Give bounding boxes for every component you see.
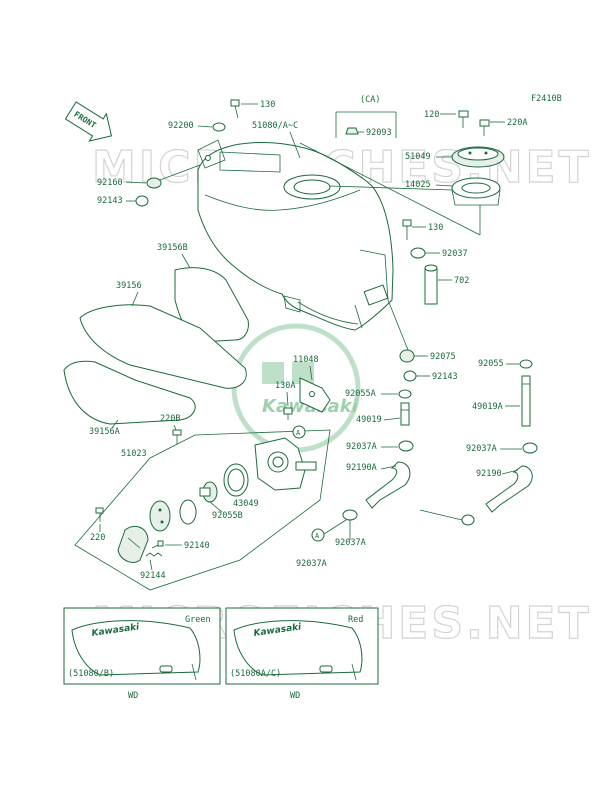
variant-panel-red: Red Kawasaki (51080A/C) [225,607,379,685]
pad-39156A [63,360,196,425]
label-220B: 220B [160,414,180,424]
o-ring-pump [179,499,197,525]
label-92140: 92140 [184,541,210,551]
screw-220A [479,119,490,136]
fuel-pump-body [254,437,317,491]
label-220A: 220A [507,118,527,128]
clamp-92037A-mid [398,440,414,452]
washer-92200 [212,122,226,132]
bolt-220B [172,429,182,444]
bracket-11048 [299,377,331,413]
label-39156A: 39156A [89,427,120,437]
label-51023: 51023 [121,449,147,459]
label-11048: 11048 [293,355,319,365]
assembly-51023-outline [74,429,331,591]
variant-green-caption: WD [128,691,138,701]
label-92055: 92055 [478,359,504,369]
clamp-hose-end [461,514,475,526]
clamp-92037-top [410,247,426,259]
cap-base-14025 [451,177,501,206]
label-702: 702 [454,276,469,286]
bolt-130-mid [402,219,412,240]
label-92200: 92200 [168,121,194,131]
screw-220 [95,507,104,522]
variant-red-caption: WD [290,691,300,701]
spring-92144 [145,552,163,557]
label-92160: 92160 [97,178,123,188]
hose-702 [424,264,438,305]
label-130A: 130A [275,381,295,391]
clamp-92037A-bottom [342,509,358,521]
hose-92190A [365,461,411,509]
pad-39156 [79,304,247,389]
label-92055B: 92055B [212,511,243,521]
label-39156: 39156 [116,281,142,291]
label-120: 120 [424,110,439,120]
variant-green-ref: (51080/B) [68,669,114,679]
label-43049: 43049 [233,499,259,509]
label-51080: 51080/A~C [252,121,298,131]
label-92037A-mid: 92037A [346,442,377,452]
label-92037A-bottom2: 92037A [296,559,327,569]
tank-bracket [197,139,226,169]
label-92037A-bottom: 92037A [335,538,366,548]
fuel-cap-51049 [451,146,505,168]
variant-red-ref: (51080A/C) [230,669,281,679]
label-49019A: 49019A [472,402,503,412]
collar-92143-mid [403,370,417,382]
callout-a2 [311,528,325,542]
screw-92140 [151,540,164,549]
label-14025: 14025 [405,180,431,190]
o-ring-92055A [398,389,412,399]
label-92144: 92144 [140,571,166,581]
pump-cover [149,500,171,532]
callout-a1-label: A [296,429,301,437]
label-92055A: 92055A [345,389,376,399]
variant-red-color: Red [348,615,363,625]
callout-a1 [292,425,306,439]
collar-92143-top [135,195,149,207]
bolt-130-top [230,99,240,119]
label-92143-mid: 92143 [432,372,458,382]
label-130-mid: 130 [428,223,443,233]
label-92037-top: 92037 [442,249,468,259]
front-arrow-icon: FRONT [64,101,113,142]
label-39156B: 39156B [157,243,188,253]
hose-92190 [485,465,533,513]
fitting-49019A [521,375,531,427]
label-51049: 51049 [405,152,431,162]
label-220: 220 [90,533,105,543]
label-130-top: 130 [260,100,275,110]
label-92190: 92190 [476,469,502,479]
bolt-130A [283,407,293,420]
fitting-49019 [400,402,410,426]
grommet-92160 [146,177,162,189]
callout-a2-label: A [315,532,320,540]
label-92093: 92093 [366,128,392,138]
label-92037A-right: 92037A [466,444,497,454]
bolt-120 [458,110,469,128]
label-92075: 92075 [430,352,456,362]
label-92143-top: 92143 [97,196,123,206]
clamp-92037A-right [522,442,538,454]
diaphragm [199,481,218,503]
o-ring-92055 [519,359,533,369]
variant-green-color: Green [185,615,211,625]
figure-code: F2410B [531,94,562,104]
label-49019: 49019 [356,415,382,425]
lever-knob [117,525,149,563]
variant-panel-green: Green Kawasaki (51080/B) [63,607,221,685]
damper-92075 [399,349,415,363]
label-ca: (CA) [360,95,380,105]
nut-92093 [345,127,359,135]
label-92190A: 92190A [346,463,377,473]
